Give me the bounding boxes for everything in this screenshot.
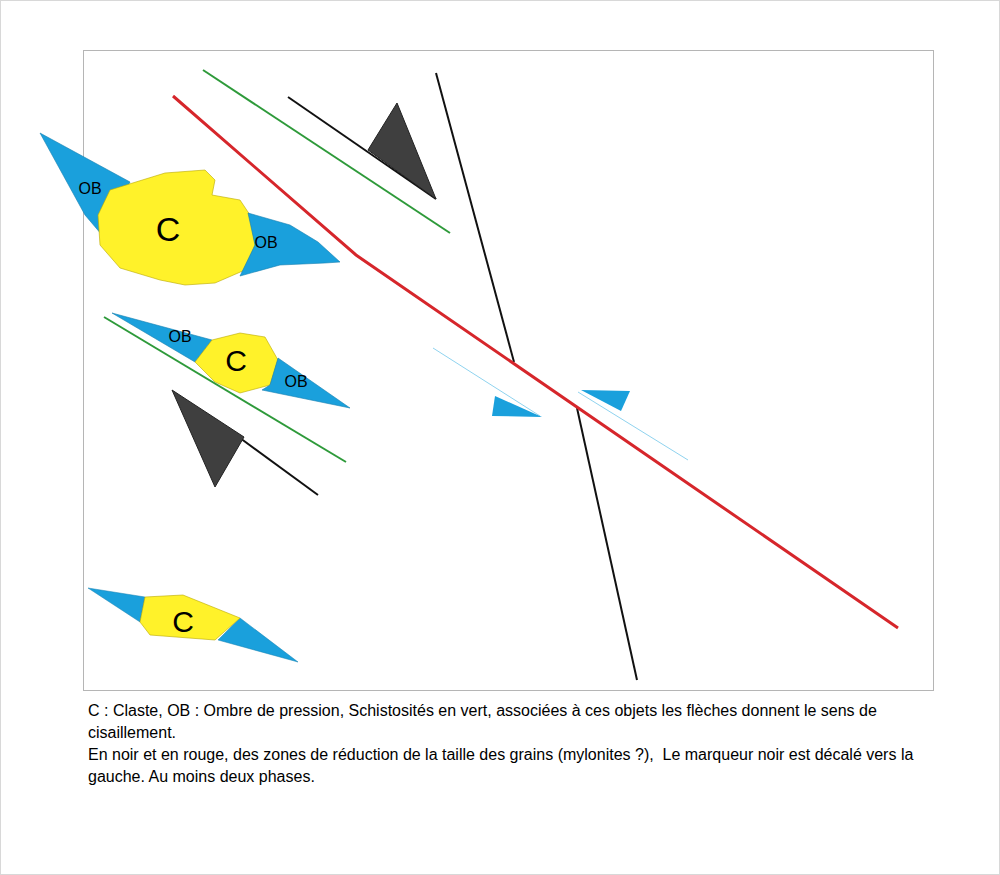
clast: C [195,333,278,393]
shape-fill [98,170,255,285]
slip-arrow-line [578,392,688,460]
shape-outline [112,313,212,362]
shear-arrow-line [288,97,436,199]
clast-label: C [172,607,194,637]
figure-frame [84,51,934,691]
black-marker [577,408,637,680]
shadow-label: OB [168,329,191,345]
note: En noir et en rouge, des zones de réduct… [88,744,948,788]
red-mylonite [173,96,898,628]
pressure-shadow: OB [112,313,212,362]
shape-fill [140,595,240,640]
slip-arrow-line [433,348,540,416]
pressure-shadow [88,588,145,622]
slip-arrowhead [581,390,630,411]
shape-fill [195,333,278,393]
shear-arrow-line [240,438,318,495]
clast-label: C [156,212,181,246]
clast: C [98,170,255,285]
pressure-shadow: OB [262,358,350,408]
shadow-label: OB [284,374,307,390]
caption: C : Claste, OB : Ombre de pression, Schi… [88,700,948,744]
slip-arrowhead [492,396,542,417]
shear-arrowhead [368,103,436,199]
clast-label: C [225,346,247,376]
shape-fill [112,313,212,362]
clast: C [140,595,240,640]
shape-fill [262,358,350,408]
shape-fill [240,213,340,276]
shadow-label: OB [78,181,101,197]
shadow-label: OB [254,235,277,251]
pressure-shadow: OB [240,213,340,276]
shear-arrowhead [172,390,244,487]
